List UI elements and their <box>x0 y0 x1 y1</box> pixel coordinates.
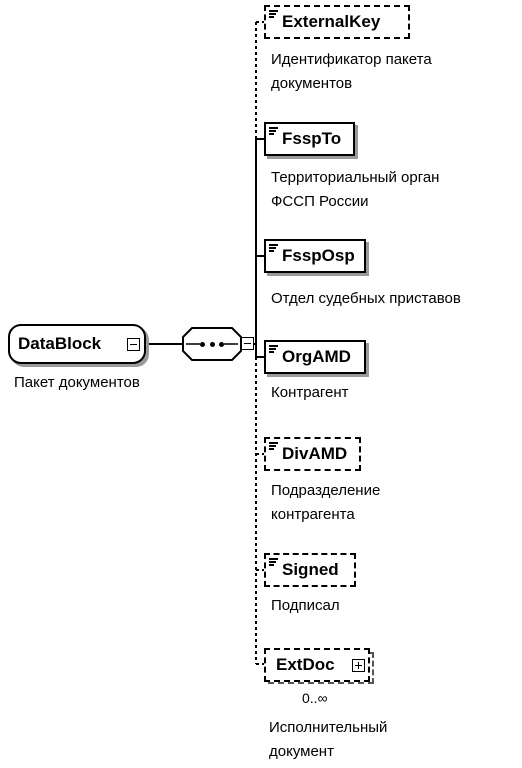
element-lines-icon <box>269 345 278 354</box>
element-name: FsspOsp <box>282 246 355 265</box>
sequence-compositor[interactable] <box>183 328 241 360</box>
element-name: DivAMD <box>282 444 348 463</box>
element-doc: Исполнительный документ <box>269 719 388 760</box>
sequence-collapse-icon[interactable] <box>241 337 254 350</box>
element-name: OrgAMD <box>282 347 351 366</box>
element-doc: Подразделение контрагента <box>271 482 381 523</box>
element-orgamd[interactable]: OrgAMD <box>264 340 366 374</box>
element-lines-icon <box>269 127 278 136</box>
element-name: ExternalKey <box>282 12 381 31</box>
element-doc: Отдел судебных приставов <box>271 290 461 307</box>
element-doc: Идентификатор пакета документов <box>271 51 432 92</box>
element-name: Signed <box>282 560 339 579</box>
element-extdoc[interactable]: ExtDoc <box>264 648 370 682</box>
element-fsspto[interactable]: FsspTo <box>264 122 355 156</box>
element-divamd[interactable]: DivAMD <box>264 437 361 471</box>
element-lines-icon <box>269 10 278 19</box>
element-externalkey[interactable]: ExternalKey <box>264 5 410 39</box>
element-doc: Территориальный орган ФССП России <box>271 169 440 210</box>
collapse-icon[interactable] <box>127 338 140 351</box>
element-doc: Подписал <box>271 597 340 614</box>
element-signed[interactable]: Signed <box>264 553 356 587</box>
root-element-name: DataBlock <box>18 334 102 353</box>
root-element-doc: Пакет документов <box>14 374 140 391</box>
element-fssposp[interactable]: FsspOsp <box>264 239 366 273</box>
expand-icon[interactable] <box>352 659 365 672</box>
element-doc: Контрагент <box>271 384 349 401</box>
element-name: FsspTo <box>282 129 342 148</box>
element-name: ExtDoc <box>276 655 335 674</box>
element-lines-icon <box>269 442 278 451</box>
sequence-icon <box>200 342 224 347</box>
element-lines-icon <box>269 244 278 253</box>
root-element-datablock[interactable]: DataBlock <box>8 324 146 364</box>
element-lines-icon <box>269 558 278 567</box>
occurrence-label: 0..∞ <box>302 690 328 706</box>
